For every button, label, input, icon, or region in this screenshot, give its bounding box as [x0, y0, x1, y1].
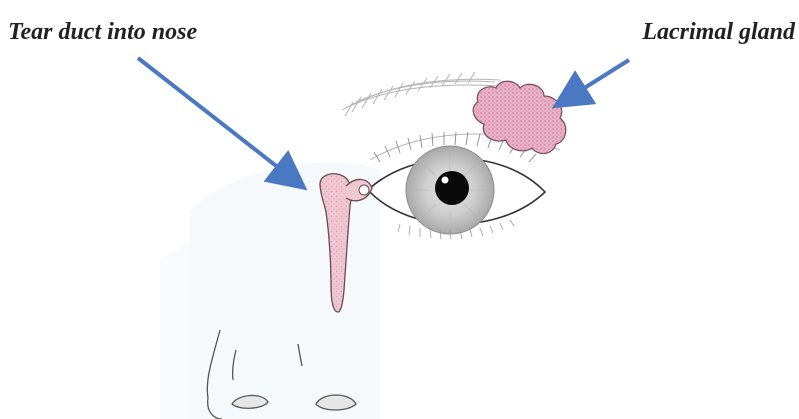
tear-duct-label: Tear duct into nose: [8, 18, 197, 46]
punctum: [359, 185, 369, 195]
pupil: [435, 171, 469, 205]
lacrimal-gland: [473, 81, 566, 153]
arrow-icon: [138, 58, 298, 183]
lacrimal-gland-label: Lacrimal gland: [642, 18, 795, 46]
arrow-icon: [562, 60, 629, 102]
pupil-highlight: [442, 177, 449, 184]
